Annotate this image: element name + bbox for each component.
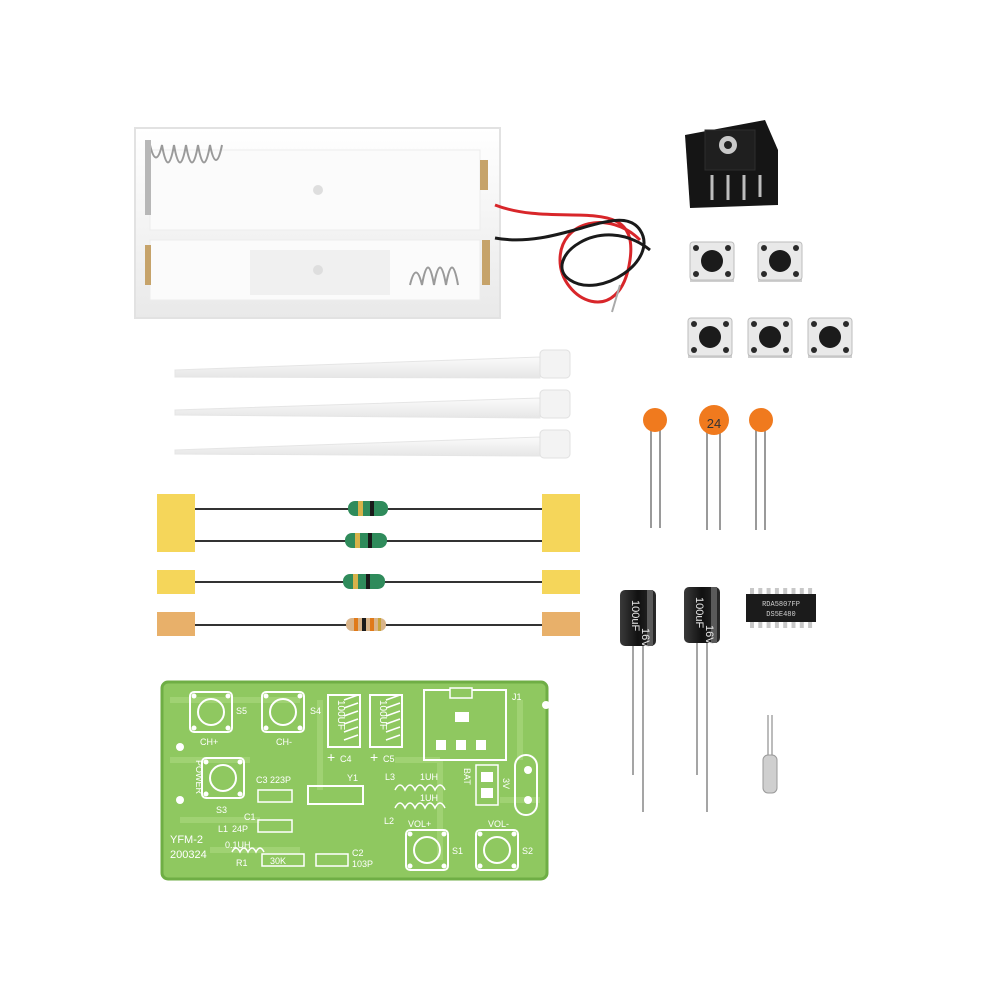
tactile-button <box>807 317 853 358</box>
label-c5-value: 100UF <box>377 700 388 730</box>
label-l2: L2 <box>384 816 394 826</box>
label-l3: L3 <box>385 772 395 782</box>
cable-tie <box>174 429 571 459</box>
label-vol-minus: VOL- <box>488 819 509 829</box>
ceramic-capacitor <box>643 408 667 528</box>
switch-footprint <box>475 829 519 871</box>
label-s5: S5 <box>236 706 247 716</box>
electrolytic-capacitor: 100uF 16V <box>684 587 720 812</box>
label-l3-value: 1UH <box>420 772 438 782</box>
cable-ties <box>174 349 571 459</box>
switch-footprint <box>189 691 233 733</box>
cap-value: 100uF <box>693 597 705 628</box>
label-c3: C3 223P <box>256 775 291 785</box>
label-c2-value: 103P <box>352 859 373 869</box>
label-s3: S3 <box>216 805 227 815</box>
switch-footprint <box>405 829 449 871</box>
cable-tie <box>174 389 571 419</box>
label-r1: R1 <box>236 858 248 868</box>
cable-tie <box>174 349 571 379</box>
label-ch-plus: CH+ <box>200 737 218 747</box>
label-s4: S4 <box>310 706 321 716</box>
label-y1: Y1 <box>347 773 358 783</box>
label-power: POWER <box>194 760 204 795</box>
ic-chip: RDA5807FP DS5E480 <box>746 588 816 628</box>
ceramic-cap-marking: 24 <box>707 416 721 431</box>
label-3v: 3V <box>501 778 511 789</box>
label-l2-value: 1UH <box>420 793 438 803</box>
cap-value: 100uF <box>629 600 641 631</box>
inductor <box>157 570 580 594</box>
label-vol-plus: VOL+ <box>408 819 431 829</box>
chip-marking-1: RDA5807FP <box>762 601 800 609</box>
label-s1: S1 <box>452 846 463 856</box>
battery-holder <box>134 127 651 319</box>
tactile-button <box>757 241 803 282</box>
label-c2: C2 <box>352 848 364 858</box>
label-model: YFM-2 <box>170 834 203 846</box>
label-bat: BAT <box>462 768 472 785</box>
label-j1: J1 <box>512 692 522 702</box>
crystal-oscillator <box>762 715 778 794</box>
label-c4-value: 100UF <box>335 700 346 730</box>
label-c5-plus: + <box>370 749 378 765</box>
label-c1: C1 <box>244 812 256 822</box>
cap-voltage: 16V <box>703 625 715 645</box>
ceramic-capacitors: 24 <box>643 405 773 530</box>
label-c1-value: 24P <box>232 824 248 834</box>
electrolytic-capacitor: 100uF 16V <box>620 590 656 812</box>
electrolytic-capacitors: 100uF 16V 100uF 16V <box>620 587 720 812</box>
ceramic-capacitor <box>749 408 773 530</box>
label-c4: C4 <box>340 754 352 764</box>
pcb-board: 100UF 100UF + C4 + C5 J1 BAT 3V Y1 C3 22… <box>160 680 550 881</box>
tactile-buttons <box>687 241 853 358</box>
switch-footprint <box>201 757 245 799</box>
switch-footprint <box>261 691 305 733</box>
inductor <box>157 494 580 552</box>
tactile-button <box>687 317 733 358</box>
label-c4-plus: + <box>327 749 335 765</box>
label-date: 200324 <box>170 849 207 861</box>
chip-marking-2: DS5E480 <box>766 611 795 619</box>
audio-jack <box>685 120 778 208</box>
inductor <box>195 533 542 548</box>
label-l1-value: 0.1UH <box>225 840 251 850</box>
label-r1-value: 30K <box>270 856 286 866</box>
cap-voltage: 16V <box>639 628 651 648</box>
resistor <box>157 612 580 636</box>
label-ch-minus: CH- <box>276 737 292 747</box>
label-c5: C5 <box>383 754 395 764</box>
tactile-button <box>747 317 793 358</box>
ceramic-capacitor: 24 <box>699 405 729 530</box>
label-s2: S2 <box>522 846 533 856</box>
label-l1: L1 <box>218 824 228 834</box>
taped-components <box>157 494 580 636</box>
tactile-button <box>689 241 735 282</box>
